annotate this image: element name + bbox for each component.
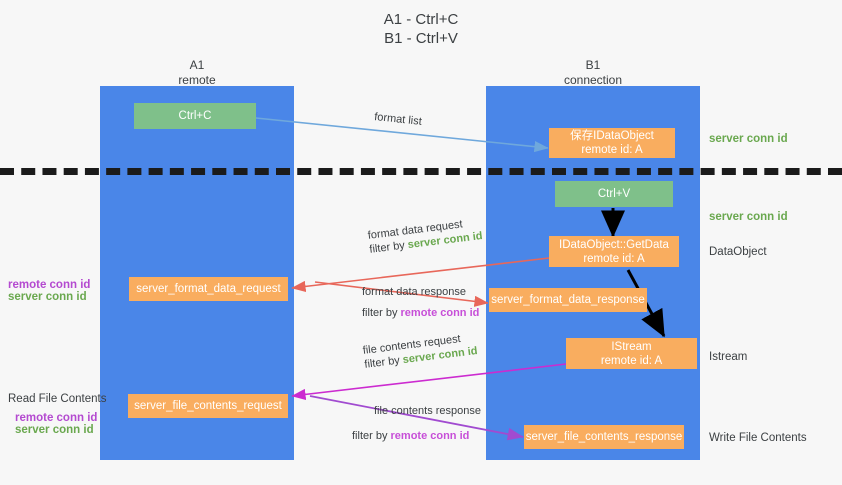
lane-a1-role: remote <box>178 73 216 87</box>
annotation-file-contents-response-line2: filter by remote conn id <box>352 429 481 443</box>
box-server-file-contents-response-label: server_file_contents_response <box>525 431 683 443</box>
box-save-idataobject-line2: remote id: A <box>581 144 643 156</box>
box-server-format-data-response-label: server_format_data_response <box>491 294 645 306</box>
box-server-file-contents-response[interactable]: server_file_contents_response <box>524 425 684 449</box>
box-istream-line1: IStream <box>611 340 652 353</box>
box-ctrl-v[interactable]: Ctrl+V <box>555 181 673 207</box>
annotation-file-contents-response-line1: file contents response <box>374 405 482 417</box>
lane-header-a1: A1 remote <box>100 58 294 88</box>
lane-header-b1: B1 connection <box>486 58 700 88</box>
annotation-format-data-response: format data response filter by remote co… <box>362 285 479 320</box>
lane-b1-name: B1 <box>585 58 601 72</box>
label-server-conn-id-2: server conn id <box>15 424 94 436</box>
label-dataobject: DataObject <box>709 246 767 258</box>
box-server-format-data-request-label: server_format_data_request <box>136 283 281 295</box>
annotation-format-data-response-line1: format data response <box>362 286 466 298</box>
box-server-format-data-request[interactable]: server_format_data_request <box>129 277 288 301</box>
label-istream: Istream <box>709 351 748 363</box>
label-server-conn-id-1: server conn id <box>8 291 87 303</box>
box-save-idataobject-line1: 保存IDataObject <box>570 130 654 142</box>
box-server-file-contents-request[interactable]: server_file_contents_request <box>128 394 288 418</box>
box-ctrl-c-label: Ctrl+C <box>178 110 212 122</box>
annotation-file-contents-response-filter-value: remote conn id <box>390 430 470 442</box>
annotation-format-data-response-filter-value: remote conn id <box>400 307 480 319</box>
annotation-file-contents-request: file contents request filter by server c… <box>362 330 478 372</box>
annotation-format-data-response-line2: filter by remote conn id <box>362 306 479 320</box>
page-title-line-1: A1 - Ctrl+C <box>383 11 459 28</box>
label-server-conn-id-top: server conn id <box>709 133 788 145</box>
label-remote-conn-id-1: remote conn id <box>8 279 91 291</box>
annotation-format-data-response-filter-prefix: filter by <box>362 307 401 319</box>
box-istream-line2: remote id: A <box>600 354 663 367</box>
annotation-format-data-request-filter-prefix: filter by <box>368 239 409 256</box>
annotation-format-list: format list <box>373 110 423 128</box>
box-idataobject-getdata[interactable]: IDataObject::GetData remote id: A <box>549 236 679 267</box>
label-read-file-contents: Read File Contents <box>8 393 107 405</box>
box-server-file-contents-request-label: server_file_contents_request <box>134 400 282 412</box>
annotation-file-contents-request-filter-prefix: filter by <box>363 354 404 371</box>
box-ctrl-c[interactable]: Ctrl+C <box>134 103 256 129</box>
lane-b1-role: connection <box>563 73 623 87</box>
dashed-divider <box>0 168 842 175</box>
page-title-line-2: B1 - Ctrl+V <box>384 30 458 47</box>
lane-a1-name: A1 <box>189 58 205 72</box>
annotation-file-contents-response-filter-prefix: filter by <box>352 430 391 442</box>
label-server-conn-id-mid: server conn id <box>709 211 788 223</box>
label-remote-conn-id-2: remote conn id <box>15 412 98 424</box>
label-write-file-contents: Write File Contents <box>709 432 807 444</box>
annotation-format-data-request: format data request filter by server con… <box>367 215 483 257</box>
annotation-file-contents-response: file contents response filter by remote … <box>352 404 481 443</box>
box-server-format-data-response[interactable]: server_format_data_response <box>489 288 647 312</box>
box-istream[interactable]: IStream remote id: A <box>566 338 697 369</box>
box-ctrl-v-label: Ctrl+V <box>597 188 631 200</box>
box-getdata-line2: remote id: A <box>583 252 645 265</box>
box-save-idataobject[interactable]: 保存IDataObject remote id: A <box>549 128 675 158</box>
box-getdata-line1: IDataObject::GetData <box>559 238 669 251</box>
